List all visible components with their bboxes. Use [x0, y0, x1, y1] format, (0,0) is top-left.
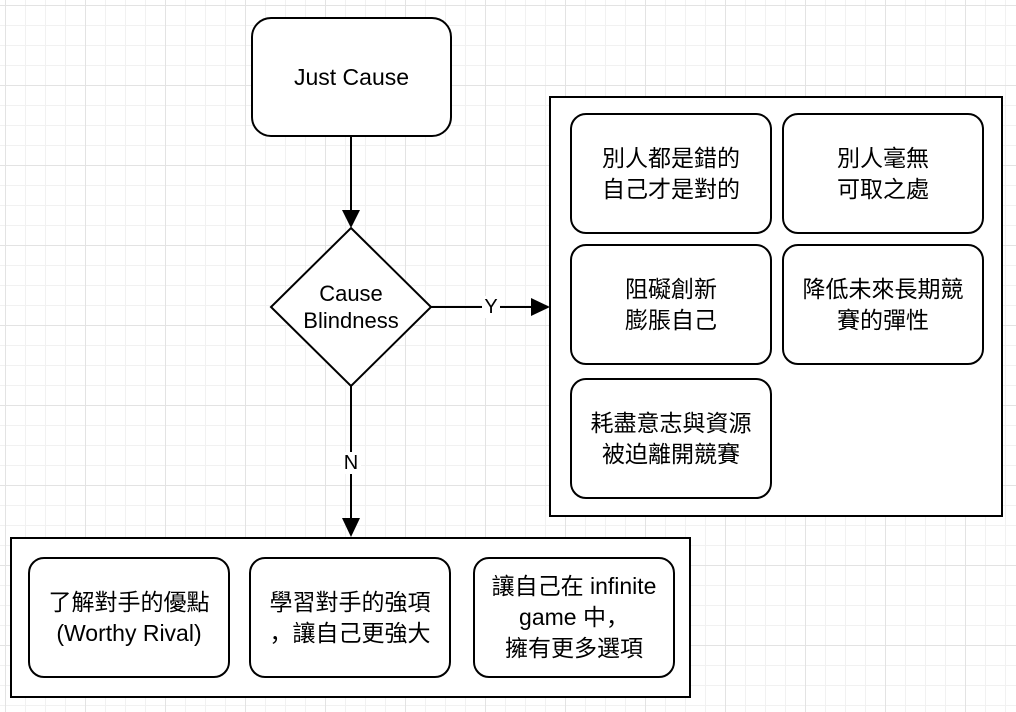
- yes-outcome-card[interactable]: 阻礙創新 膨脹自己: [570, 244, 772, 365]
- yes-outcome-card[interactable]: 別人毫無 可取之處: [782, 113, 984, 234]
- yes-outcome-label: 降低未來長期競 賽的彈性: [802, 275, 964, 333]
- no-outcome-card[interactable]: 了解對手的優點 (Worthy Rival): [28, 557, 230, 678]
- no-outcome-card[interactable]: 讓自己在 infinite game 中， 擁有更多選項: [473, 557, 675, 678]
- yes-outcomes-container[interactable]: 別人都是錯的 自己才是對的 別人毫無 可取之處 阻礙創新 膨脹自己 降低未來長期…: [549, 96, 1003, 517]
- yes-outcome-card[interactable]: 別人都是錯的 自己才是對的: [570, 113, 772, 234]
- yes-outcome-card[interactable]: 降低未來長期競 賽的彈性: [782, 244, 984, 365]
- yes-outcome-label: 別人都是錯的 自己才是對的: [602, 144, 740, 202]
- yes-outcome-card[interactable]: 耗盡意志與資源 被迫離開競賽: [570, 378, 772, 499]
- yes-outcome-label: 別人毫無 可取之處: [837, 144, 929, 202]
- arrowhead-down-icon: [342, 518, 360, 537]
- arrowhead-down-icon: [342, 210, 360, 228]
- no-outcome-label: 讓自己在 infinite game 中， 擁有更多選項: [491, 573, 657, 661]
- arrowhead-right-icon: [531, 298, 550, 316]
- no-edge-label: N: [341, 452, 361, 474]
- no-outcome-label: 學習對手的強項 ，讓自己更強大: [269, 588, 431, 646]
- just-cause-label: Just Cause: [293, 64, 410, 90]
- yes-outcome-label: 阻礙創新 膨脹自己: [625, 275, 717, 333]
- yes-outcome-label: 耗盡意志與資源 被迫離開競賽: [590, 409, 752, 467]
- no-outcome-label: 了解對手的優點 (Worthy Rival): [48, 588, 210, 646]
- no-outcomes-container[interactable]: 了解對手的優點 (Worthy Rival) 學習對手的強項 ，讓自己更強大 讓…: [10, 537, 691, 698]
- decision-label: Cause Blindness: [303, 281, 399, 333]
- just-cause-node[interactable]: Just Cause: [251, 17, 452, 137]
- no-outcome-card[interactable]: 學習對手的強項 ，讓自己更強大: [249, 557, 451, 678]
- yes-edge-label: Y: [482, 296, 500, 318]
